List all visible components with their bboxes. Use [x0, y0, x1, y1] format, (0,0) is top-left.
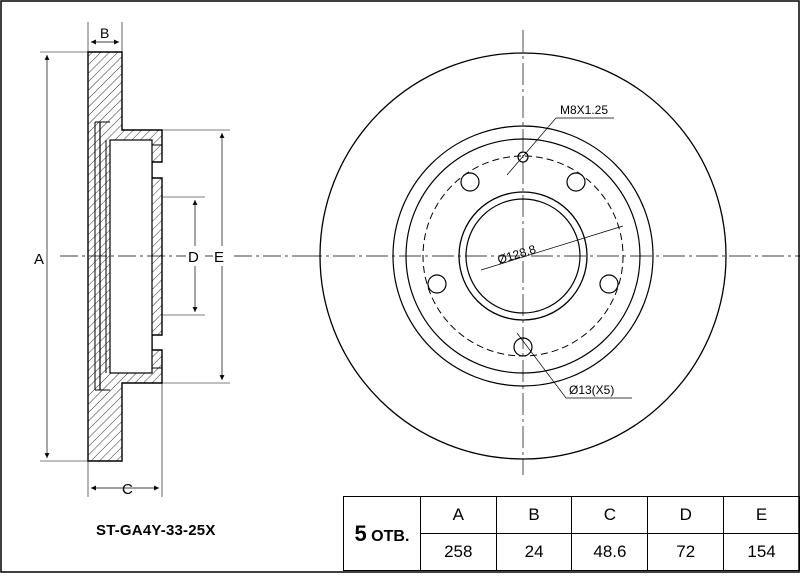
leader-hub-bore: [480, 225, 624, 271]
header-e: E: [723, 496, 800, 534]
value-e: 154: [723, 533, 800, 571]
front-view: [300, 30, 800, 475]
hub-bore-callout: Ø128.8: [496, 242, 538, 267]
holes-count-cell: 5 ОТВ.: [343, 496, 421, 571]
header-a: A: [419, 496, 497, 534]
part-number: ST-GA4Y-33-25X: [96, 522, 216, 539]
hub-bore: [465, 198, 581, 314]
bolt-hole: [566, 172, 586, 192]
thread-callout: M8X1.25: [560, 103, 608, 117]
thread-hole: [517, 151, 529, 163]
header-d: D: [647, 496, 725, 534]
hub-hollow: [109, 139, 153, 374]
hat-outer-edge: [405, 138, 641, 374]
bolt-hole: [599, 274, 619, 294]
leader-bolt-holes: [516, 332, 632, 399]
value-a: 258: [419, 533, 497, 571]
side-section-view: [40, 22, 300, 497]
holes-unit: ОТВ.: [371, 527, 410, 545]
dim-label-d: D: [188, 249, 199, 266]
bolt-holes-callout: Ø13(X5): [569, 383, 614, 397]
rotor-friction-inner-edge: [392, 125, 654, 387]
dim-label-a: A: [34, 251, 44, 268]
value-b: 24: [495, 533, 573, 571]
value-c: 48.6: [571, 533, 649, 571]
dim-label-e: E: [214, 249, 224, 266]
rotor-outer-edge: [319, 52, 727, 460]
spec-header-row: 5 ОТВ. A B C D E: [343, 496, 800, 571]
leader-thread: [506, 117, 614, 176]
dim-label-b: B: [100, 25, 109, 41]
hub-bore-outer: [458, 191, 588, 321]
holes-count: 5: [354, 520, 367, 546]
spec-table: 5 ОТВ. A B C D E 258 24 48.6 72 154: [343, 496, 800, 571]
bolt-hole: [513, 337, 533, 357]
header-b: B: [495, 496, 573, 534]
bolt-hole: [427, 274, 447, 294]
value-d: 72: [647, 533, 725, 571]
spec-value-row: 258 24 48.6 72 154: [344, 533, 800, 571]
bolt-hole: [460, 172, 480, 192]
dim-label-c: C: [122, 481, 133, 498]
header-c: C: [571, 496, 649, 534]
